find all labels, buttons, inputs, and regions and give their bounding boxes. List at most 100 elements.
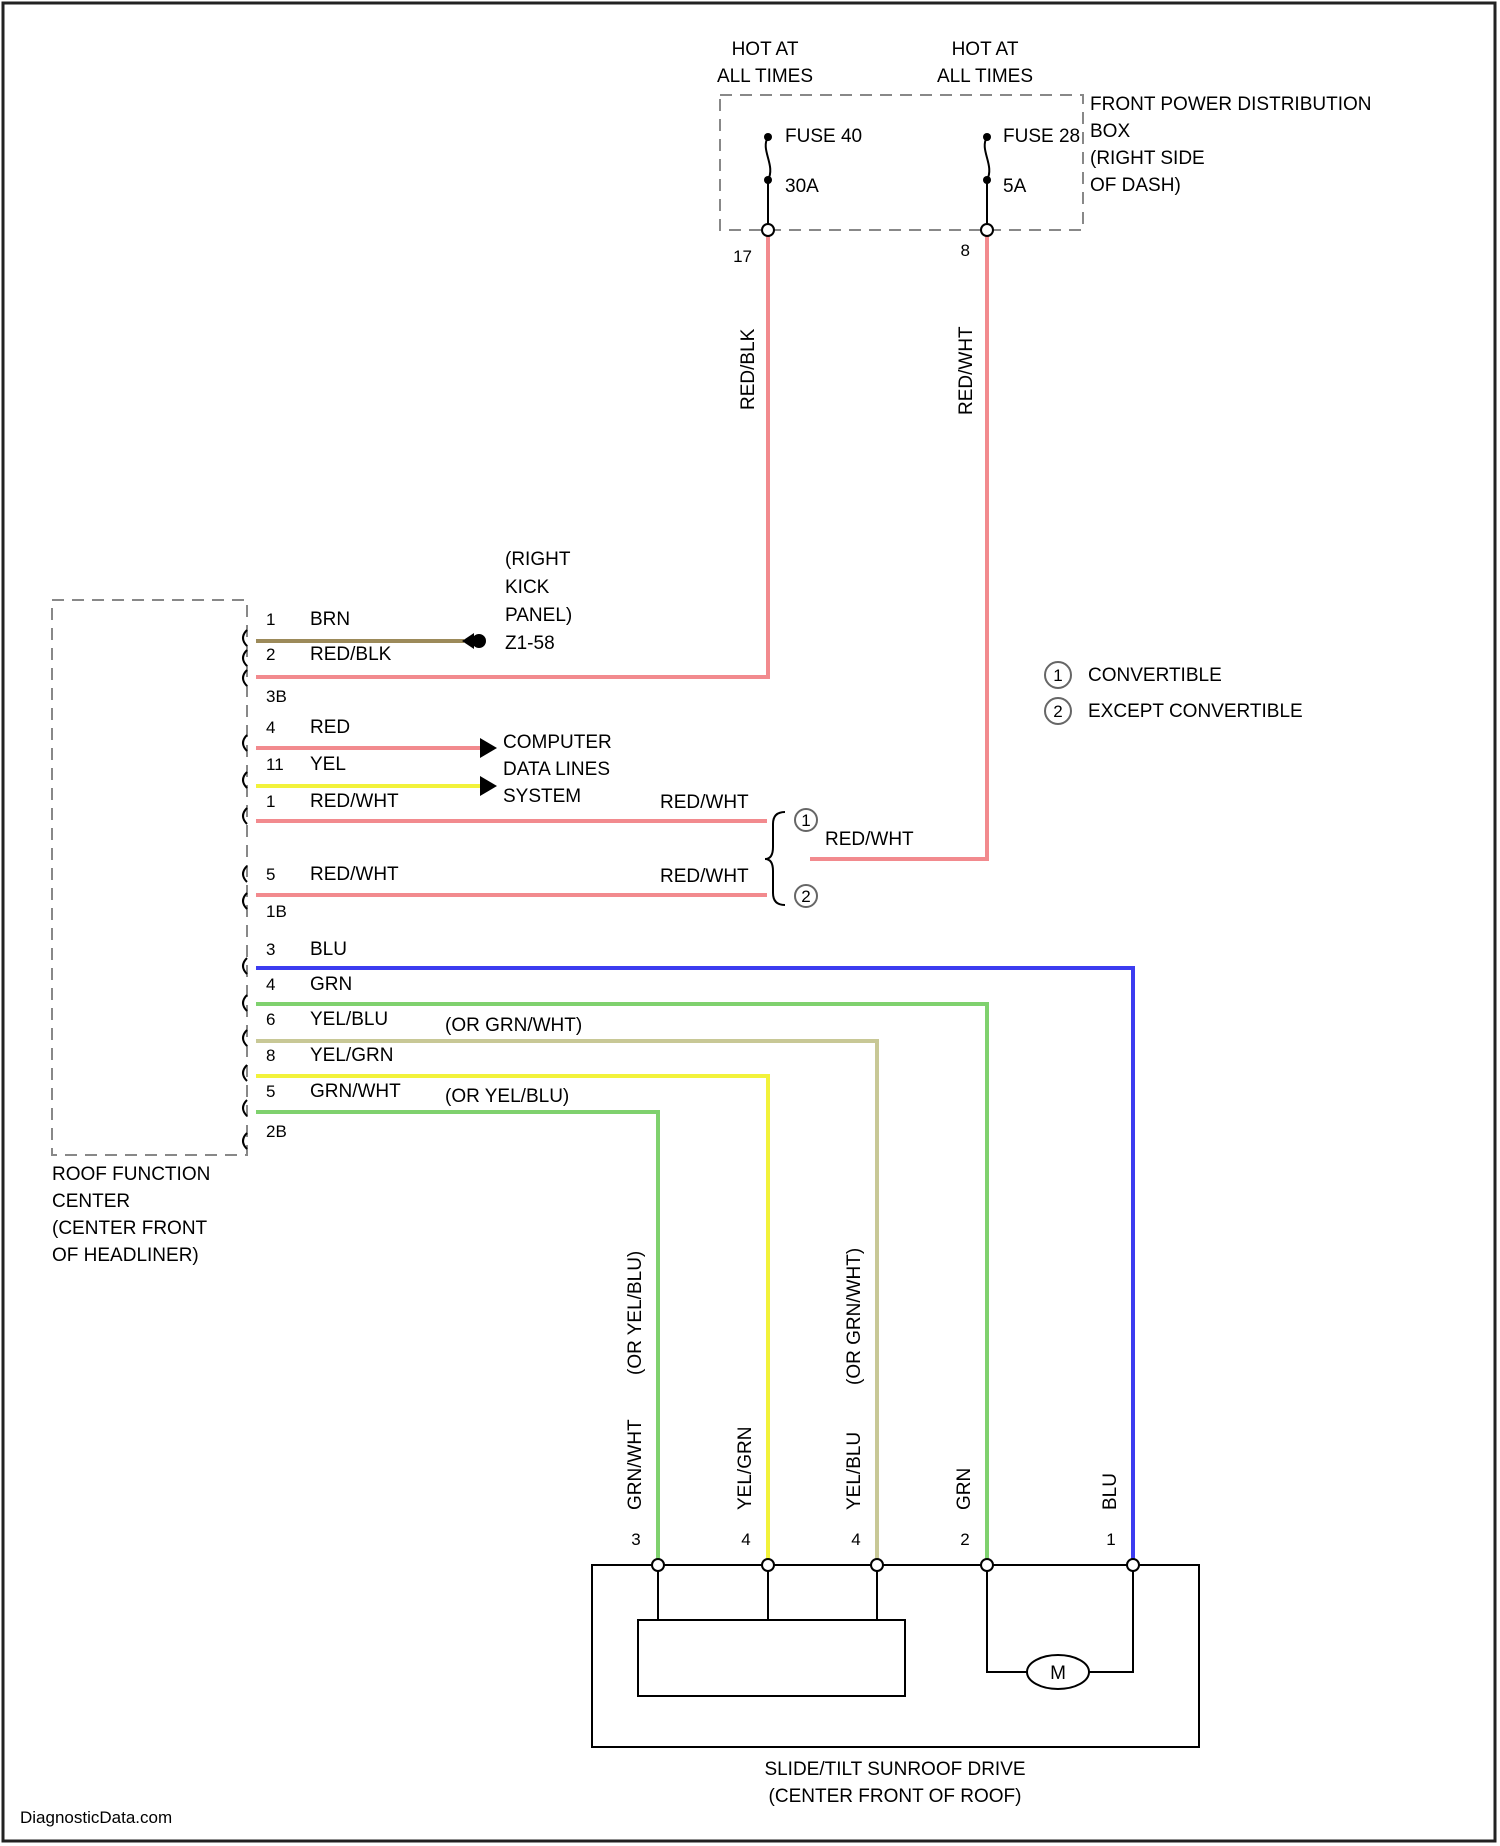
rfc-alt-grn-wht: (OR YEL/BLU) [445,1086,569,1107]
rfc-pin-number: 11 [266,755,284,774]
motor-pin-number: 1 [1106,1530,1115,1549]
motor-pin-number: 4 [741,1530,750,1549]
rfc-pin-wire: GRN/WHT [310,1081,401,1102]
rfc-pin-number: 3 [266,940,275,959]
connector-terminal [762,1559,774,1571]
rfc-pin-wire: YEL/GRN [310,1045,393,1066]
rfc-pin-number: 3B [266,687,287,706]
legend-1-text: CONVERTIBLE [1088,665,1222,686]
fuse-box-outline [720,95,1083,230]
rfc-pin-number: 1 [266,792,275,811]
wire-label-red-wht-a: RED/WHT [660,792,749,813]
rfc-pin-number: 4 [266,718,275,737]
sunroof-drive-label: SLIDE/TILT SUNROOF DRIVE (CENTER FRONT O… [764,1759,1025,1807]
legend-1-number: 1 [1053,666,1062,685]
motor-pin-wire: GRN [954,1468,975,1510]
fuse-28: FUSE 28 5A 8 [961,126,1081,260]
wire-label-red-wht-b: RED/WHT [660,866,749,887]
ground-line4: Z1-58 [505,633,555,654]
arrow-icon [480,738,497,758]
arrow-icon [480,776,497,796]
rfc-pin-wire: GRN [310,974,352,995]
fuse-box-line4: OF DASH) [1090,175,1181,196]
fuse-28-name: FUSE 28 [1003,126,1080,147]
wire-label-red-blk: RED/BLK [738,328,759,410]
motor-pin-wire: BLU [1100,1473,1121,1510]
motor-pin-alt: (OR GRN/WHT) [844,1248,865,1385]
hot-label-line1: HOT AT [952,39,1019,60]
rfc-pin-number: 1 [266,610,275,629]
fuse-40-name: FUSE 40 [785,126,862,147]
ground-line2: KICK [505,577,550,598]
computer-data-lines-label: COMPUTER DATA LINES SYSTEM [503,732,612,807]
ground-line1: (RIGHT [505,549,571,570]
motor-pin-wire: GRN/WHT [625,1419,646,1510]
hot-label-line1: HOT AT [732,39,799,60]
motor-pin-alt: (OR YEL/BLU) [625,1251,646,1375]
connector-terminal [981,1559,993,1571]
rfc-pin-list: 1 BRN 2 RED/BLK 3B 4 RED 11 YEL 1 RED/WH… [266,609,582,1141]
fuse-box-label: FRONT POWER DISTRIBUTION BOX (RIGHT SIDE… [1090,94,1371,196]
fuse-box-line1: FRONT POWER DISTRIBUTION [1090,94,1371,115]
fuse-28-pin: 8 [961,241,970,260]
connector-terminal [981,224,993,236]
connector-terminal [871,1559,883,1571]
motor-pin-wire: YEL/GRN [735,1427,756,1510]
rfc-alt-yel-blu: (OR GRN/WHT) [445,1015,582,1036]
motor-pin-number: 3 [631,1530,640,1549]
fuse-box-line3: (RIGHT SIDE [1090,148,1205,169]
ground-label: (RIGHT KICK PANEL) Z1-58 [505,549,572,654]
rfc-pin-wire: RED [310,717,350,738]
fuse-element-icon [985,137,990,180]
rfc-line3: (CENTER FRONT [52,1218,208,1239]
rfc-line4: OF HEADLINER) [52,1245,199,1266]
wire-grn-wht [258,1112,658,1557]
option-selector: 1 2 [765,809,817,907]
sunroof-drive-outline [592,1565,1199,1747]
rfc-pin-wire: BLU [310,939,347,960]
hot-at-all-times-label-right: HOT AT ALL TIMES [937,39,1033,87]
wire-label-red-wht-join: RED/WHT [825,829,914,850]
motor-symbol: M [1050,1663,1066,1684]
rfc-pin-number: 4 [266,975,275,994]
option-2-number: 2 [801,887,810,906]
motor-pin-labels: GRN/WHT (OR YEL/BLU) 3 YEL/GRN 4 YEL/BLU… [625,1248,1121,1549]
cdl-line3: SYSTEM [503,786,581,807]
rfc-pin-wire: RED/WHT [310,864,399,885]
legend-2-number: 2 [1053,702,1062,721]
rfc-pin-wire: YEL [310,754,346,775]
roof-function-center-outline [52,600,247,1155]
hot-label-line2: ALL TIMES [717,66,813,87]
cdl-line1: COMPUTER [503,732,612,753]
sunroof-control-module [638,1571,905,1696]
option-1-number: 1 [801,811,810,830]
fuse-40-rating: 30A [785,176,819,197]
wire-yel-grn [258,1076,768,1557]
rfc-pin-number: 8 [266,1046,275,1065]
rfc-pin-wire: RED/WHT [310,791,399,812]
sunroof-line1: SLIDE/TILT SUNROOF DRIVE [764,1759,1025,1780]
rfc-pin-number: 6 [266,1010,275,1029]
hot-at-all-times-label-left: HOT AT ALL TIMES [717,39,813,87]
rfc-pin-number: 5 [266,1082,275,1101]
rfc-line1: ROOF FUNCTION [52,1164,210,1185]
rfc-pin-wire: RED/BLK [310,644,392,665]
motor-pin-wire: YEL/BLU [844,1432,865,1510]
wire-label-red-wht: RED/WHT [956,326,977,415]
connector-terminal [762,224,774,236]
roof-function-center-label: ROOF FUNCTION CENTER (CENTER FRONT OF HE… [52,1164,210,1266]
rfc-pin-number: 2B [266,1122,287,1141]
hot-label-line2: ALL TIMES [937,66,1033,87]
rfc-pin-wire: YEL/BLU [310,1009,388,1030]
sunroof-motor-circuit: M [987,1571,1133,1689]
wire-yel-blu [258,1041,877,1557]
ground-connector-icon [462,633,486,649]
motor-pin-number: 4 [851,1530,860,1549]
connector-terminal [652,1559,664,1571]
sunroof-line2: (CENTER FRONT OF ROOF) [769,1786,1022,1807]
legend-2-text: EXCEPT CONVERTIBLE [1088,701,1303,722]
control-box [638,1620,905,1696]
fuse-40-pin: 17 [733,247,752,266]
motor-pin-number: 2 [960,1530,969,1549]
